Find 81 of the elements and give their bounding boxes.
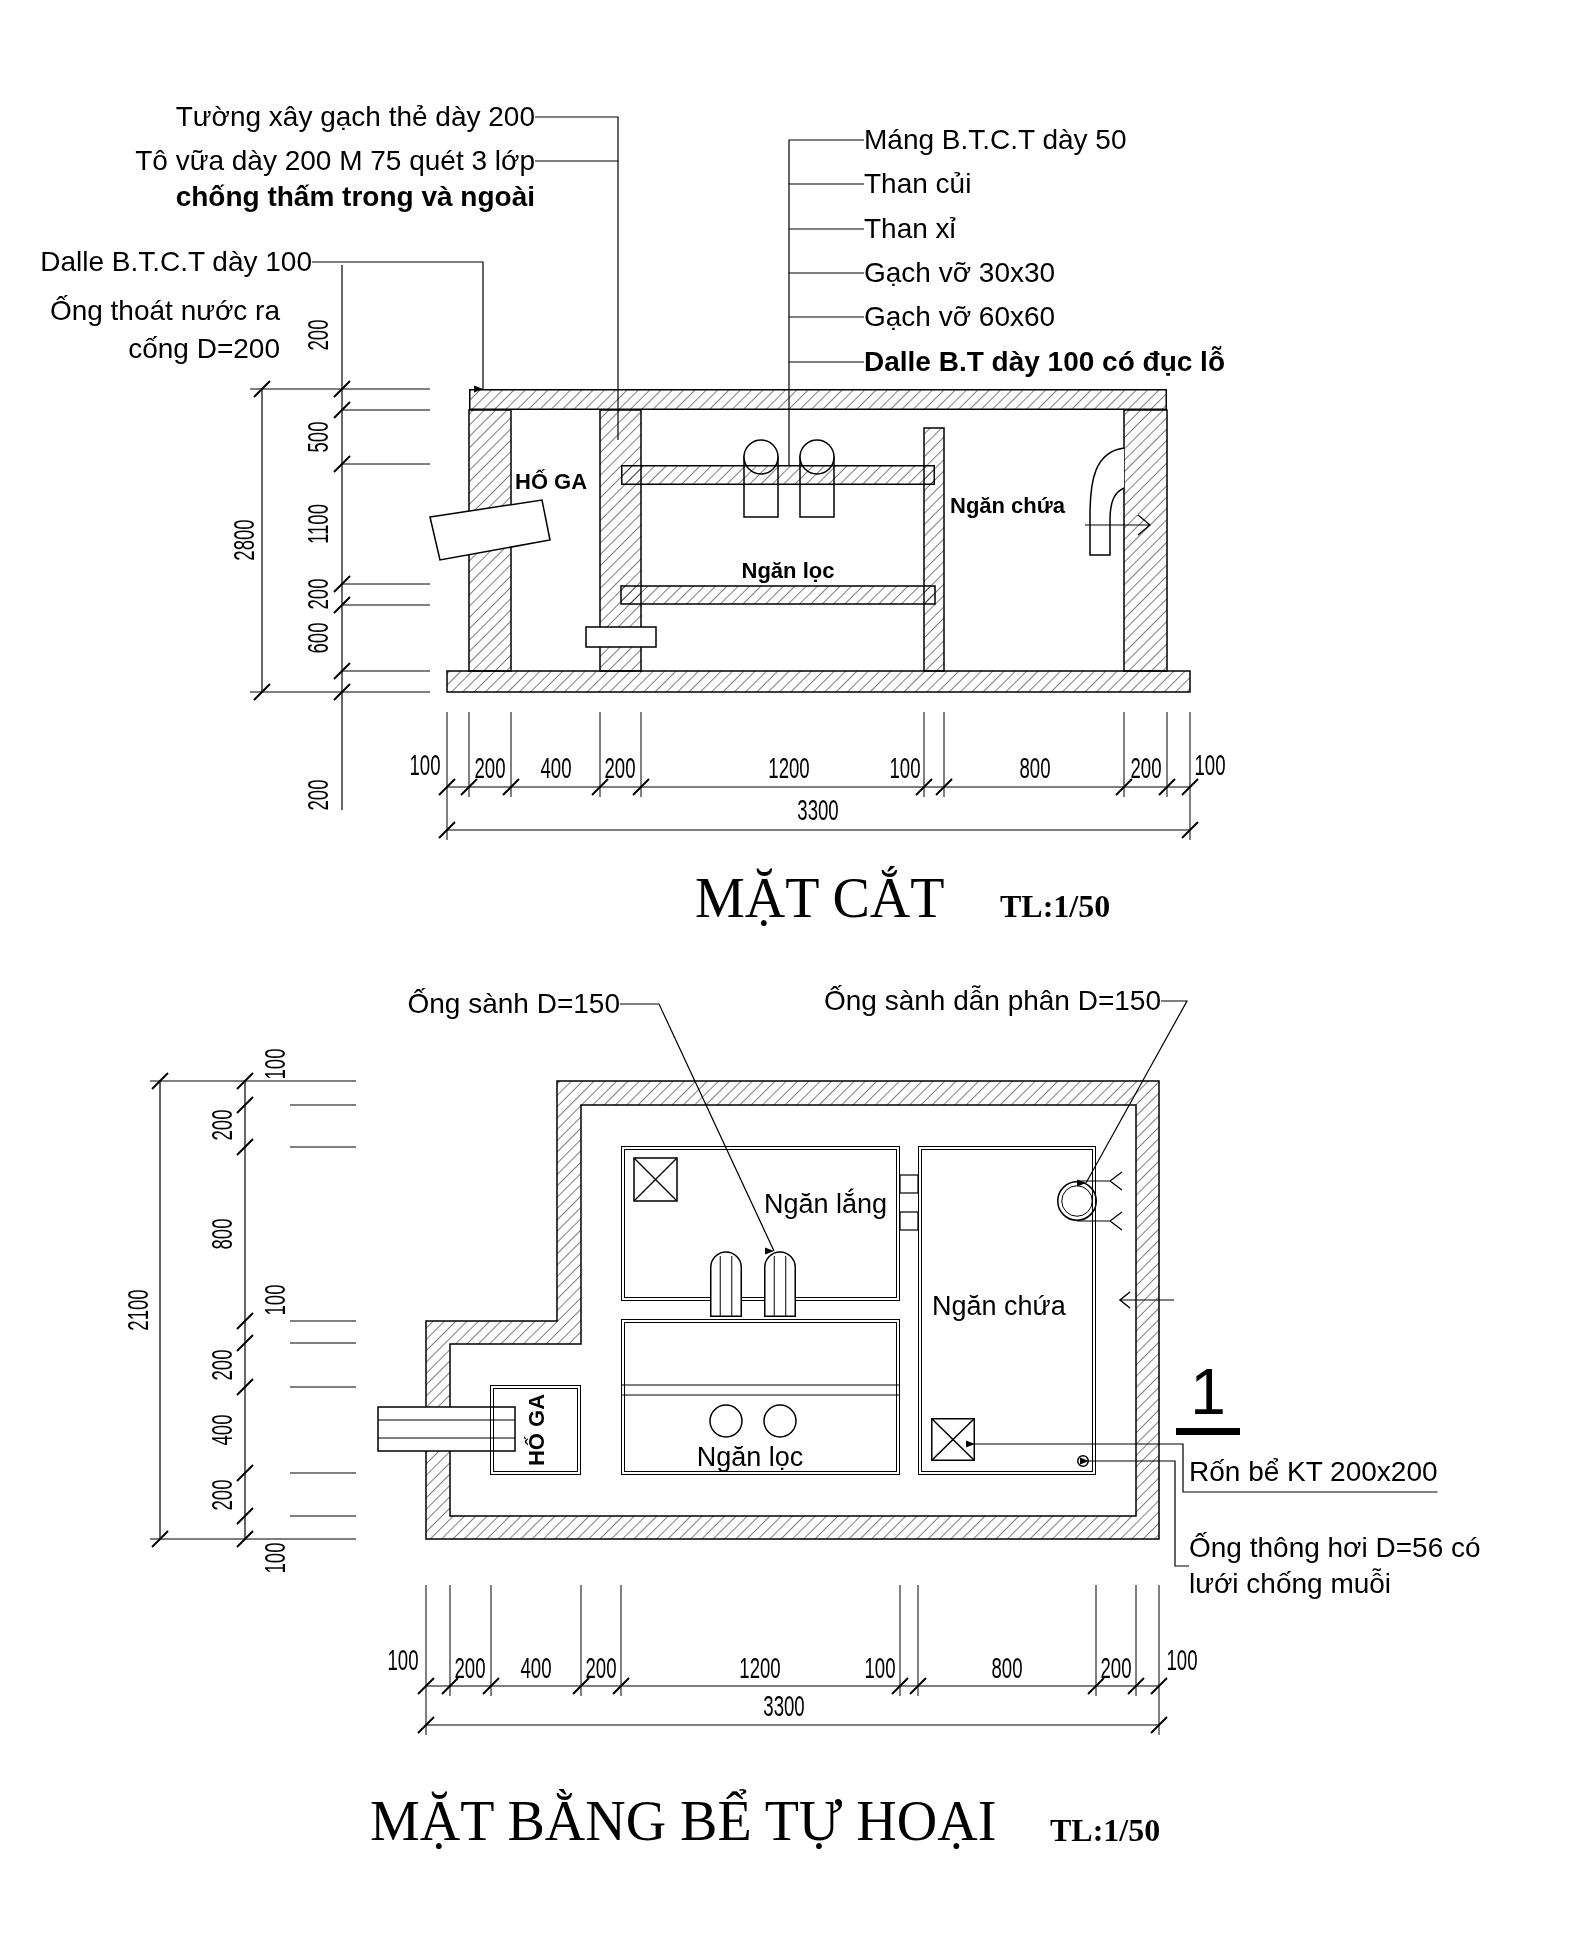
dimension-text: 2800: [229, 519, 259, 561]
dimension-text: 100: [387, 1645, 419, 1675]
view-title: MẶT BẰNG BỂ TỰ HOẠI: [370, 1788, 997, 1854]
dimension-text: 800: [1019, 753, 1051, 783]
chamber-label: HỐ GA: [523, 1393, 550, 1467]
chamber-outline: [490, 1385, 581, 1475]
callout-text: Gạch vỡ 30x30: [864, 255, 1056, 291]
leader-line: [788, 272, 865, 318]
concrete-slab: [469, 389, 1167, 410]
dimension-text: 200: [303, 578, 333, 610]
dimension-text: 800: [991, 1653, 1023, 1683]
sump-box: [931, 1418, 975, 1461]
dimension-text: 3300: [797, 795, 839, 825]
dimension-text: 100: [260, 1542, 290, 1574]
dimension-text: 2100: [123, 1289, 153, 1331]
dimension-text: 500: [303, 421, 333, 453]
callout-text: Gạch vỡ 60x60: [864, 299, 1056, 335]
chamber-label: Ngăn lọc: [741, 558, 835, 584]
callout-text: chống thấm trong và ngoài: [174, 180, 535, 214]
callout-text: Than củi: [864, 166, 972, 202]
perforated-slab: [621, 465, 935, 485]
chamber-label: Ngăn chứa: [950, 493, 1065, 519]
leader-line: [788, 316, 865, 363]
section-mark-number: 1: [1190, 1360, 1226, 1424]
dimension-text: 200: [207, 1109, 237, 1141]
dimension-text: 400: [207, 1414, 237, 1446]
callout-text: Dalle B.T dày 100 có đục lỗ: [864, 344, 1225, 380]
dimension-text: 200: [303, 779, 333, 811]
leader-line: [534, 116, 619, 162]
dimension-text: 200: [303, 319, 333, 351]
chamber-outline: [621, 1319, 900, 1475]
pipe-drawing: [1057, 1181, 1097, 1221]
dimension-text: 200: [454, 1653, 486, 1683]
dimension-text: 100: [409, 750, 441, 780]
chamber-label: Ngăn lọc: [696, 1441, 804, 1473]
dimension-text: 400: [540, 753, 572, 783]
callout-text: Tô vữa dày 200 M 75 quét 3 lớp: [135, 144, 535, 178]
chamber-label: Ngăn chứa: [932, 1290, 1066, 1322]
dimension-text: 400: [520, 1653, 552, 1683]
chamber-outline: [918, 1146, 1096, 1475]
dimension-text: 100: [889, 753, 921, 783]
dimension-text: 200: [604, 753, 636, 783]
dimension-text: 200: [1100, 1653, 1132, 1683]
callout-text: Dalle B.T.C.T dày 100: [40, 244, 312, 280]
scale-note: TL:1/50: [1050, 1811, 1161, 1849]
callout-text: Máng B.T.C.T dày 50: [864, 122, 1127, 158]
leader-line: [534, 160, 619, 441]
callout-text: Tường xây gạch thẻ dày 200: [175, 99, 535, 135]
scale-note: TL:1/50: [1000, 887, 1111, 925]
pipe-drawing: [764, 1251, 796, 1317]
dimension-text: 100: [260, 1048, 290, 1080]
dimension-text: 800: [207, 1218, 237, 1250]
annotation-text: Ống thoát nước ra cống D=200: [48, 294, 280, 366]
leader-line: [788, 139, 865, 185]
dimension-text: 200: [474, 753, 506, 783]
dimension-text: 100: [1166, 1645, 1198, 1675]
dimension-text: 100: [260, 1284, 290, 1316]
dimension-text: 200: [207, 1479, 237, 1511]
dimension-text: 600: [303, 622, 333, 654]
dimension-text: 200: [207, 1349, 237, 1381]
view-title: MẶT CẮT: [695, 865, 945, 931]
leader-line: [619, 1003, 775, 1252]
dimension-text: 1200: [768, 753, 810, 783]
chamber-label: Ngăn lắng: [764, 1188, 888, 1220]
leader-line: [788, 361, 865, 466]
leader-line: [788, 183, 865, 230]
pipe-drawing: [710, 1251, 742, 1317]
callout-text: Than xỉ: [864, 211, 956, 247]
callout-text: Ống sành dẫn phân D=150: [823, 983, 1161, 1019]
chamber-label: HỐ GA: [515, 469, 588, 495]
dimension-text: 200: [1130, 753, 1162, 783]
dimension-text: 1100: [303, 504, 333, 544]
dimension-text: 3300: [763, 1691, 805, 1721]
callout-text: Ống sành D=150: [407, 986, 620, 1022]
callout-text: Ống thông hơi D=56 có lưới chống muỗi: [1189, 1530, 1489, 1602]
leader-line: [788, 228, 865, 274]
dimension-text: 100: [864, 1653, 896, 1683]
leader-line: [311, 261, 487, 390]
dimension-text: 1200: [739, 1653, 781, 1683]
dimension-text: 100: [1194, 750, 1226, 780]
dimension-text: 200: [585, 1653, 617, 1683]
